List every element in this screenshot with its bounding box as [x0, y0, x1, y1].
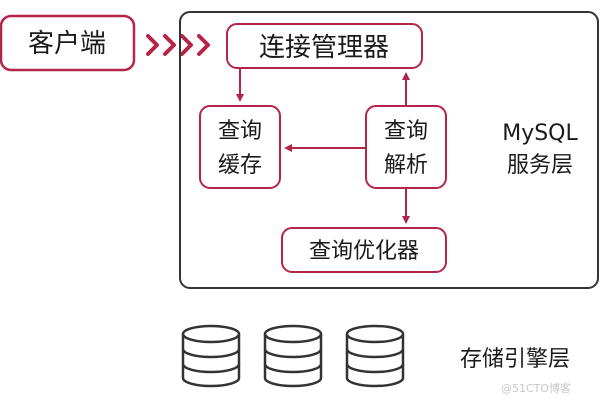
- chevron-triple-right-icon: [146, 34, 210, 56]
- query-optimizer-node: 查询优化器: [281, 227, 447, 273]
- service-layer-title-line2: 服务层: [507, 153, 573, 178]
- database-cylinder-icon: [345, 324, 405, 388]
- query-cache-node: 查询 缓存: [199, 105, 281, 189]
- database-cylinder-icon: [263, 324, 323, 388]
- connection-manager-label: 连接管理器: [259, 33, 389, 63]
- query-parser-node: 查询 解析: [365, 105, 447, 189]
- database-cylinder-icon: [181, 324, 241, 388]
- storage-layer-label: 存储引擎层: [460, 347, 570, 372]
- query-optimizer-label: 查询优化器: [309, 239, 419, 264]
- service-layer-title-line1: MySQL: [502, 121, 578, 146]
- watermark-text: @51CTO博客: [501, 381, 571, 395]
- query-parser-label-line2: 解析: [384, 153, 428, 178]
- client-node: 客户端: [0, 14, 136, 72]
- query-parser-label-line1: 查询: [384, 119, 428, 144]
- client-label: 客户端: [28, 29, 106, 59]
- query-cache-label-line1: 查询: [218, 119, 262, 144]
- service-layer-container: MySQL 服务层: [179, 11, 599, 289]
- connection-manager-node: 连接管理器: [226, 23, 423, 69]
- query-cache-label-line2: 缓存: [218, 153, 262, 178]
